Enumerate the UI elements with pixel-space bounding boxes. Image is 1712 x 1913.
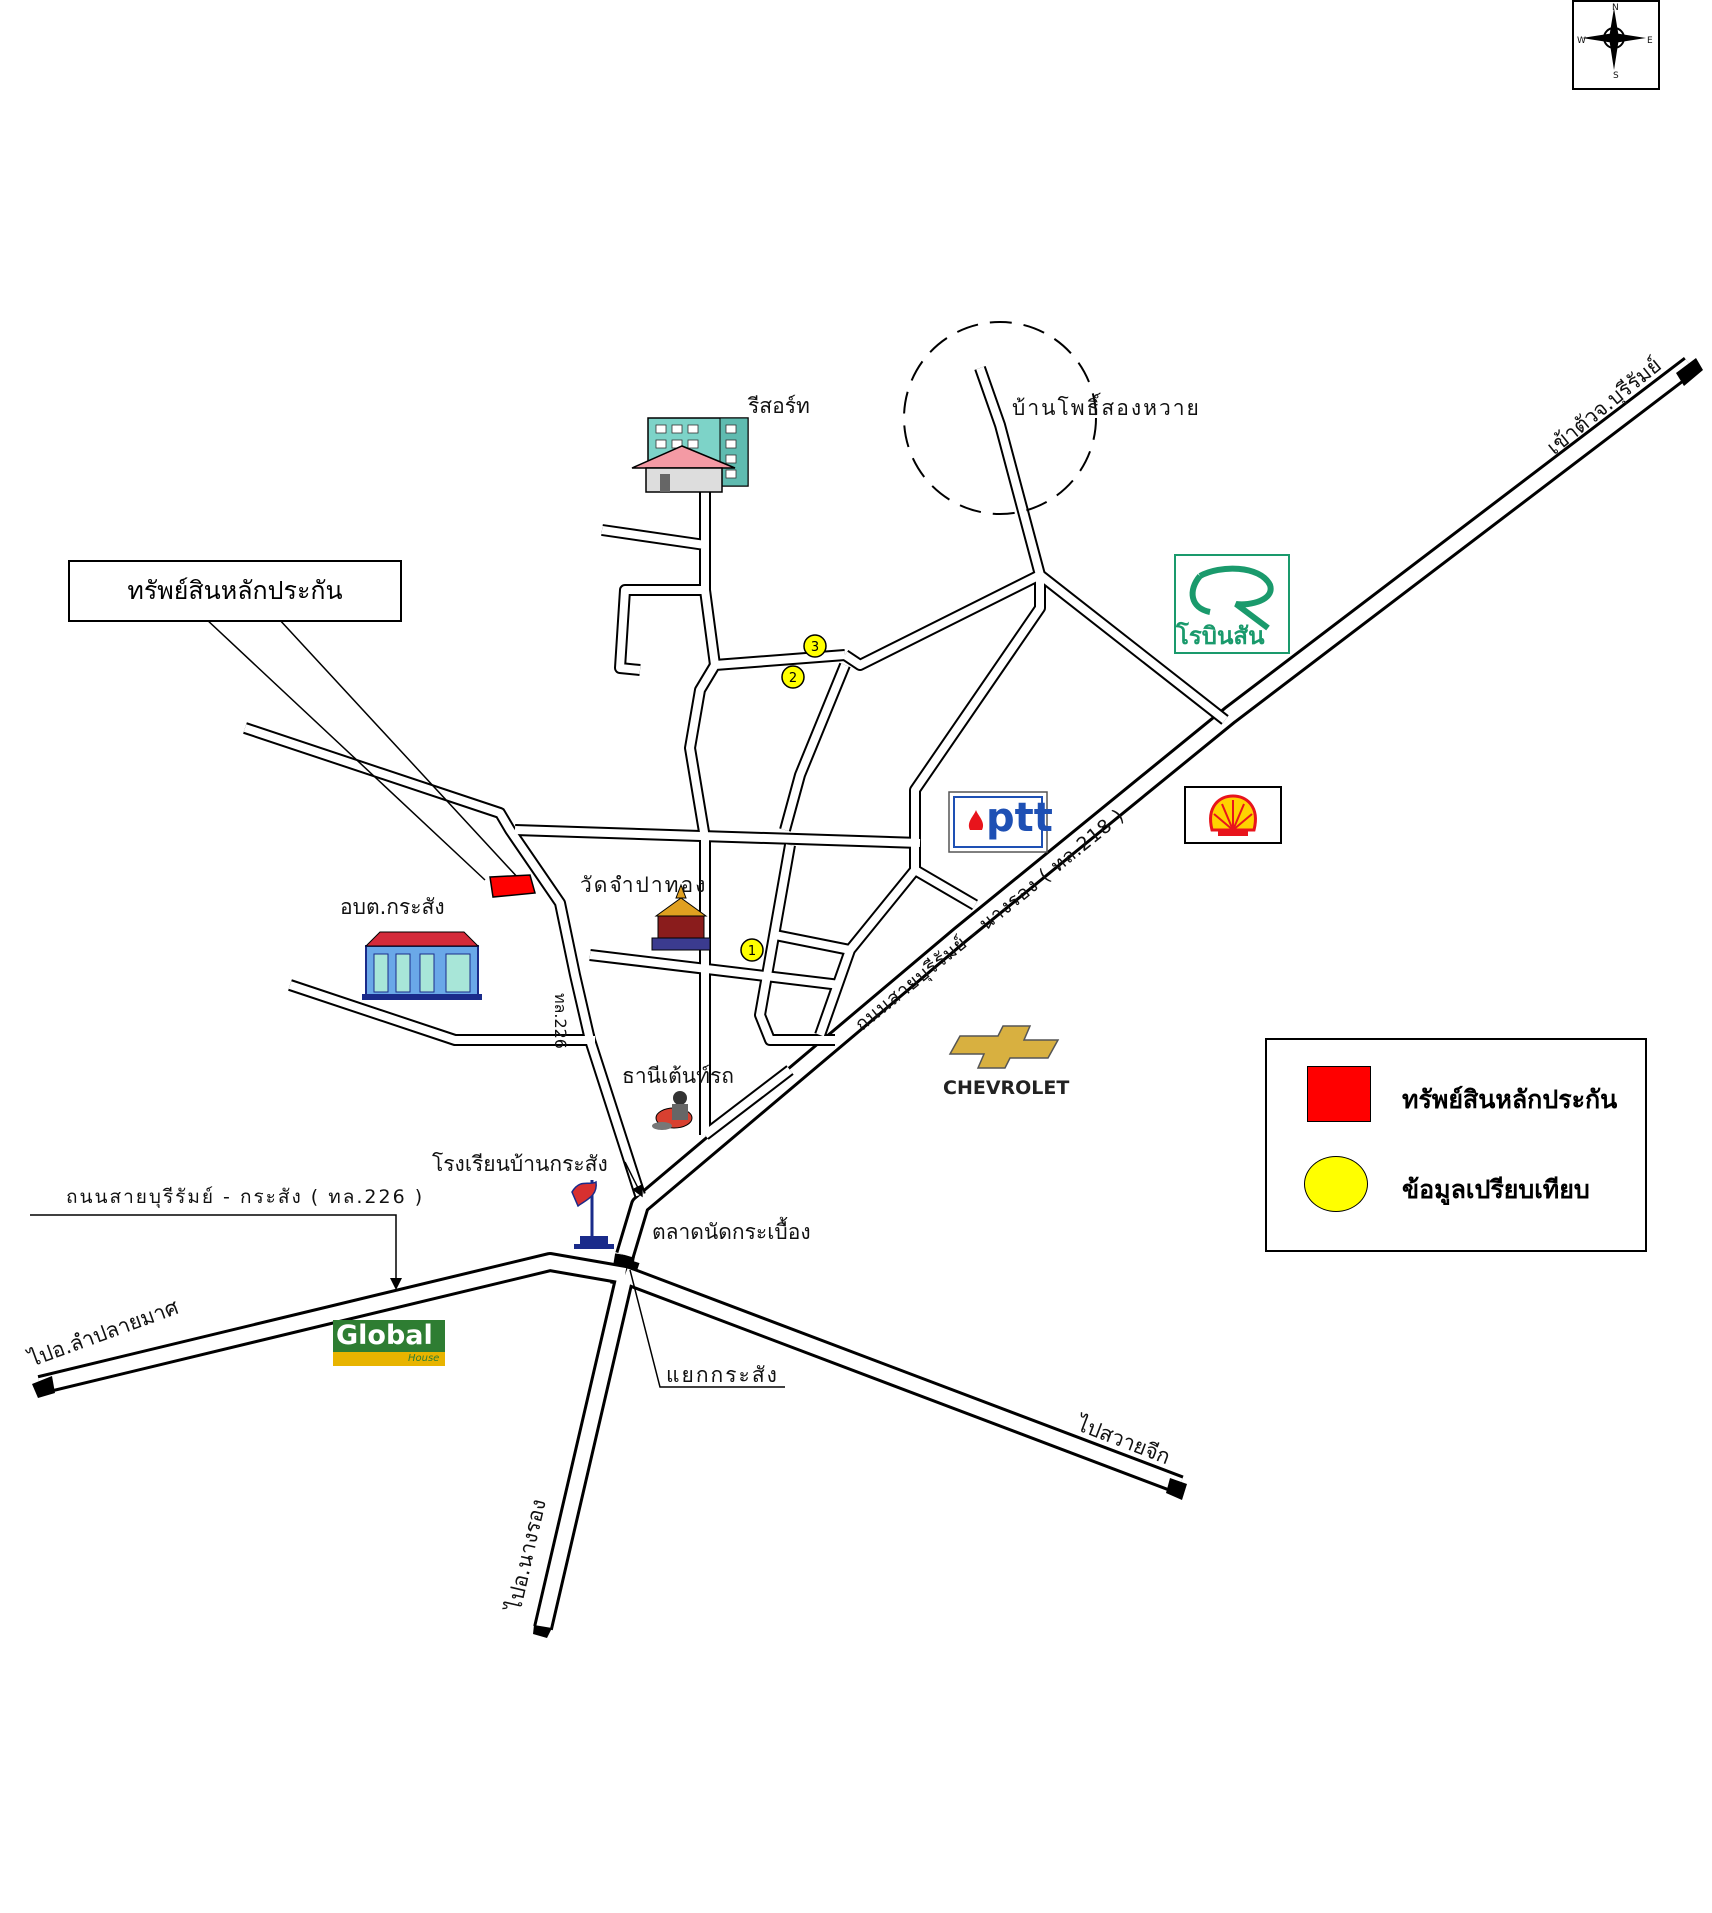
- compass-e: E: [1647, 36, 1653, 46]
- ptt-logo: [948, 791, 1048, 853]
- marker-3[interactable]: 3: [803, 634, 827, 658]
- legend-comparison-swatch: [1304, 1156, 1368, 1212]
- collateral-marker: [489, 874, 536, 898]
- legend-collateral-label: ทรัพย์สินหลักประกัน: [1402, 1085, 1618, 1114]
- global-house-logo: [333, 1320, 445, 1366]
- resort-icon: [631, 417, 749, 493]
- global-text: Global: [336, 1320, 433, 1351]
- village-boundary: [903, 321, 1097, 515]
- marker-2-label: 2: [789, 671, 797, 686]
- temple-icon: [651, 883, 711, 951]
- label-resort: รีสอร์ท: [748, 394, 810, 418]
- robinson-text: โรบินสัน: [1176, 622, 1265, 650]
- global-sub-text: House: [408, 1353, 440, 1364]
- highway-fill: [38, 359, 1695, 1630]
- end-nangrong: [533, 1625, 552, 1638]
- comparison-markers: 1 2 3: [740, 634, 827, 962]
- marker-1-label: 1: [748, 944, 756, 959]
- local-road-fill: [243, 366, 1228, 1197]
- end-lamplai: [32, 1376, 55, 1398]
- compass: N S E W: [1572, 0, 1660, 90]
- legend-comparison-label: ข้อมูลเปรียบเทียบ: [1402, 1175, 1590, 1204]
- junction-leader: [629, 1269, 785, 1388]
- label-junction: แยกกระสัง: [666, 1363, 779, 1387]
- label-obt: อบต.กระสัง: [340, 895, 445, 919]
- robinson-logo: [1174, 554, 1290, 654]
- label-wat: วัดจำปาทอง: [580, 873, 708, 897]
- highway-ends: [32, 358, 1703, 1638]
- label-ban-pho: บ้านโพธิ์สองหวาย: [1012, 396, 1201, 420]
- collateral-callout: ทรัพย์สินหลักประกัน: [68, 560, 402, 622]
- school-leader: [624, 1161, 643, 1198]
- obt-building-icon: [362, 931, 482, 1000]
- legend: ทรัพย์สินหลักประกัน ข้อมูลเปรียบเทียบ: [1265, 1038, 1647, 1252]
- label-road-226-short: ทล.226: [551, 993, 570, 1049]
- road-226-leader: [30, 1214, 402, 1290]
- label-road-226: ถนนสายบุรีรัมย์ - กระสัง ( ทล.226 ): [66, 1186, 425, 1208]
- end-buriram: [1676, 358, 1703, 386]
- local-road-casing: [243, 366, 1229, 1197]
- label-school: โรงเรียนบ้านกระสัง: [432, 1152, 608, 1176]
- car-dealer-icon: [652, 1091, 693, 1130]
- compass-s: S: [1613, 71, 1619, 81]
- school-flag-icon: [571, 1180, 614, 1249]
- end-satuek: [1166, 1478, 1187, 1500]
- chevrolet-text: CHEVROLET: [943, 1077, 1070, 1099]
- legend-collateral-swatch: [1307, 1066, 1371, 1122]
- marker-3-label: 3: [811, 640, 819, 655]
- chevrolet-logo: [948, 1025, 1060, 1069]
- ptt-text: ptt: [986, 795, 1053, 841]
- collateral-callout-label: ทรัพย์สินหลักประกัน: [127, 576, 343, 605]
- label-market: ตลาดนัดกระเบื้อง: [652, 1220, 811, 1244]
- label-car-dealer: ธานีเต้นท์รถ: [622, 1064, 734, 1088]
- compass-w: W: [1577, 36, 1586, 46]
- shell-logo: [1184, 786, 1282, 844]
- marker-2[interactable]: 2: [781, 665, 805, 689]
- marker-1[interactable]: 1: [740, 938, 764, 962]
- compass-n: N: [1612, 3, 1619, 13]
- compass-rose-icon: [1582, 8, 1646, 70]
- callout-leaders: [204, 617, 521, 881]
